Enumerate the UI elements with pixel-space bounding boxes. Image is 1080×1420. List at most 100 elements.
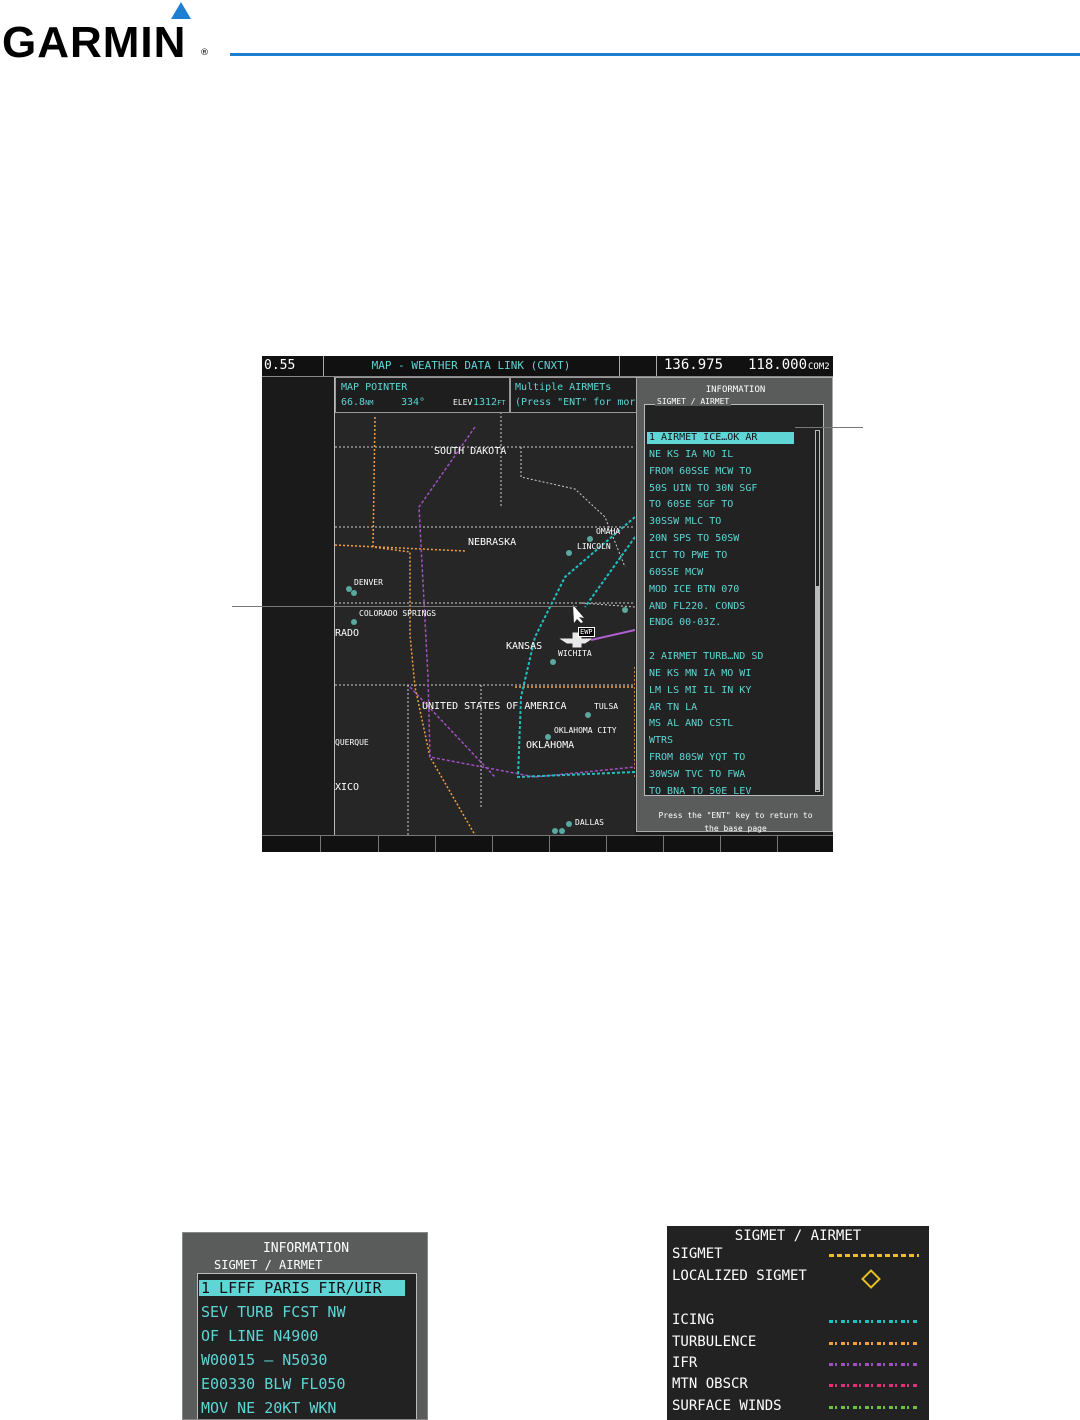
map-label-united-states: UNITED STATES OF AMERICA (422, 701, 567, 712)
map-label-tulsa: TULSA (594, 702, 619, 711)
info-window-subtitle: SIGMET / AIRMET (655, 397, 732, 406)
callout-line (795, 427, 863, 428)
info-scroll-thumb[interactable] (816, 586, 819, 790)
info-scrollbar[interactable] (815, 430, 820, 792)
softkey-divider (378, 836, 379, 852)
info-line: 20N SPS TO 50SW (649, 533, 740, 545)
legend-swatch (829, 1254, 919, 1257)
elev-value: 1312 (473, 397, 498, 408)
info-footer-line1: Press the "ENT" key to return to (658, 811, 813, 820)
legend-label: LOCALIZED SIGMET (672, 1268, 807, 1284)
map-label-colorado-springs: COLORADO SPRINGS (359, 609, 437, 618)
info2-subtitle: SIGMET / AIRMET (211, 1258, 326, 1272)
map-label-oklahoma-city: OKLAHOMA CITY (554, 726, 617, 735)
info2-list-frame (197, 1273, 417, 1419)
info2-line: SEV TURB FCST NW (201, 1303, 346, 1321)
map-label-denver: DENVER (354, 578, 383, 587)
distance-unit: NM (365, 399, 374, 407)
info-line: 60SSE MCW (649, 566, 704, 578)
map-label-nebraska: NEBRASKA (468, 537, 517, 548)
softkey-divider (549, 836, 550, 852)
softkey-divider (606, 836, 607, 852)
com-standby-frequency: 118.000 (748, 357, 808, 373)
info-line: MOD ICE BTN 070 (649, 583, 740, 595)
information-window-international: INFORMATION SIGMET / AIRMET 1 LFFF PARIS… (182, 1232, 428, 1420)
info-line: ICT TO PWE TO (649, 549, 728, 561)
registered-mark: ® (200, 48, 209, 58)
top-bar-divider (656, 356, 657, 376)
info-line: AR TN LA (649, 701, 698, 713)
map-label-xico: XICO (335, 782, 360, 793)
info-line: LM LS MI IL IN KY (649, 684, 752, 696)
information-window: INFORMATION SIGMET / AIRMET 1 AIRMET ICE… (636, 377, 833, 833)
map-overlay (335, 412, 635, 835)
mfd-screen: 0.55 MAP - WEATHER DATA LINK (CNXT) 136.… (262, 356, 833, 852)
info-line: ENDG 00-03Z. (649, 617, 722, 629)
legend-label: TURBULENCE (672, 1334, 757, 1350)
legend-swatch (829, 1384, 919, 1387)
info-footer-line2: the base page (704, 824, 767, 833)
elev-unit: FT (497, 399, 506, 407)
legend-label: MTN OBSCR (672, 1376, 748, 1392)
legend-label: SIGMET (672, 1246, 723, 1262)
map-label-rado: RADO (335, 628, 360, 639)
info-line: AND FL220. CONDS (649, 600, 746, 612)
info-line-selected[interactable]: 1 AIRMET ICE…OK AR (649, 432, 758, 443)
map-pointer-title: MAP POINTER (341, 382, 408, 393)
info-window-title: INFORMATION (705, 385, 766, 395)
legend-swatch (829, 1363, 919, 1366)
map-label-wichita: WICHITA (558, 649, 592, 658)
map-pointer-elev: 1312FT (473, 397, 506, 408)
info2-title: INFORMATION (262, 1241, 350, 1256)
top-status-bar: 0.55 MAP - WEATHER DATA LINK (CNXT) 136.… (262, 356, 833, 377)
garmin-logo-triangle-icon (171, 2, 191, 19)
page-title: MAP - WEATHER DATA LINK (CNXT) (371, 359, 571, 372)
airmet-popup: Multiple AIRMETs (Press "ENT" for more i… (510, 377, 638, 413)
info-line: FROM 60SSE MCW TO (649, 465, 752, 477)
legend-swatch (829, 1342, 919, 1345)
info-list-frame (644, 404, 824, 796)
localized-sigmet-diamond-icon (861, 1269, 881, 1289)
info-line: 50S UIN TO 30N SGF (649, 482, 758, 494)
info2-line: E00330 BLW FL050 (201, 1375, 346, 1393)
info2-selected-row-highlight (199, 1280, 405, 1296)
legend-swatch (829, 1406, 919, 1409)
selected-row-highlight (647, 432, 794, 444)
softkey-divider (777, 836, 778, 852)
top-bar-divider (619, 356, 620, 376)
info2-line: OF LINE N4900 (201, 1327, 319, 1345)
header-rule (230, 53, 1080, 56)
info2-line: W00015 – N5030 (201, 1351, 328, 1369)
info-line: TO BNA TO 50E LEV (649, 785, 752, 797)
elev-label: ELEV (453, 398, 473, 407)
info-line: 30WSW TVC TO FWA (649, 769, 746, 780)
map-label-ewp: EWP (578, 627, 595, 637)
info-line: FROM 80SW YQT TO (649, 752, 746, 764)
garmin-logo: GARMIN (2, 18, 187, 67)
com-active-frequency: 136.975 (664, 357, 724, 373)
map-label-dallas: DALLAS (575, 818, 604, 827)
info-line: WTRS (649, 735, 674, 747)
info-line: 2 AIRMET TURB…ND SD (649, 651, 764, 663)
map-label-omaha: OMAHA (596, 527, 621, 536)
map-label-kansas: KANSAS (506, 641, 543, 652)
map-pointer-bearing: 334° (401, 397, 426, 408)
map-label-oklahoma: OKLAHOMA (526, 740, 575, 751)
info-line: NE KS IA MO IL (649, 448, 734, 460)
map-pointer-box: MAP POINTER 66.8NM 334° ELEV 1312FT (335, 377, 510, 413)
map-range: 0.55 (264, 358, 296, 373)
info-line: 30SSW MLC TO (649, 516, 722, 528)
legend-title: SIGMET / AIRMET (734, 1228, 862, 1244)
info-line: MS AL AND CSTL (649, 718, 734, 730)
airmet-popup-line2: (Press "ENT" for more info (515, 397, 637, 408)
info2-line-selected[interactable]: 1 LFFF PARIS FIR/UIR (201, 1279, 382, 1297)
airmet-popup-line1: Multiple AIRMETs (515, 382, 612, 393)
map-label-south-dakota: SOUTH DAKOTA (434, 446, 507, 457)
softkey-divider (435, 836, 436, 852)
softkey-divider (663, 836, 664, 852)
top-bar-divider (323, 356, 324, 376)
info-line: TO 60SE SGF TO (649, 499, 734, 511)
softkey-bar (262, 835, 833, 852)
distance-value: 66.8 (341, 397, 366, 408)
